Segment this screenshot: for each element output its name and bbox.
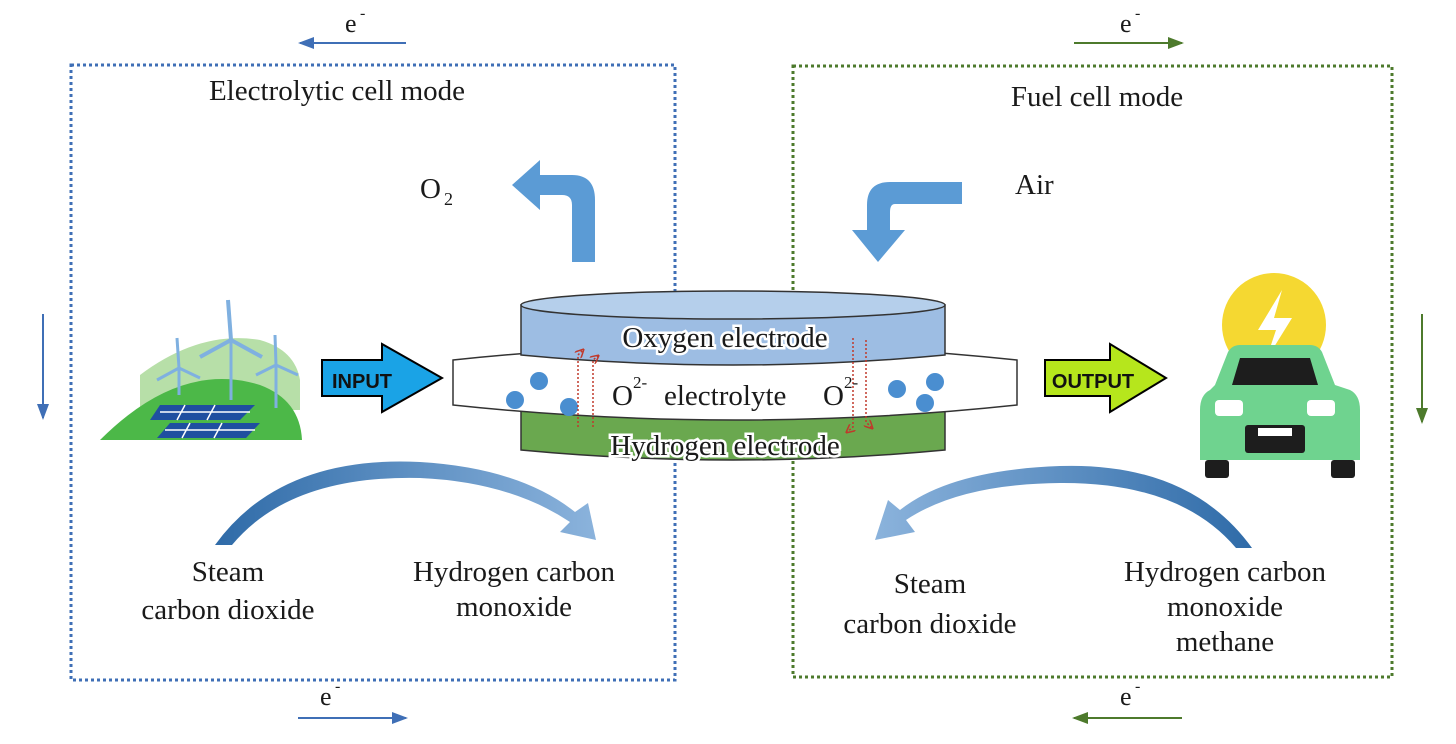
- hydrogen-electrode-label: Hydrogen electrode: [610, 430, 839, 462]
- electrolysis-product-line2: monoxide: [456, 591, 572, 623]
- fuel-reactant-line2: monoxide: [1167, 591, 1283, 623]
- electron-sup: -: [360, 5, 365, 22]
- fuel-mode-title: Fuel cell mode: [1011, 81, 1183, 113]
- input-arrow: INPUT: [321, 342, 445, 414]
- fuel-product-line1: Steam: [894, 568, 967, 600]
- oxygen-electrode-label: Oxygen electrode: [622, 322, 827, 354]
- fuel-reaction-arrow: [875, 465, 1252, 548]
- oxide-ion-left: O: [612, 380, 633, 412]
- electron-label: e: [1120, 9, 1132, 38]
- electron-flow-top-left: e -: [298, 5, 406, 49]
- fuel-reactant-line3: methane: [1176, 626, 1274, 658]
- electric-car-icon: [1200, 273, 1360, 478]
- air-input-label: Air: [1015, 169, 1054, 201]
- electrolytic-mode-box: [69, 63, 677, 682]
- renewable-energy-icon: [100, 299, 302, 440]
- electron-flow-bottom-right: e -: [1072, 678, 1182, 724]
- electron-flow-top-right: e -: [1074, 5, 1184, 49]
- oxygen-output-label: O: [420, 173, 441, 205]
- fuel-reactant-line1: Hydrogen carbon: [1124, 556, 1327, 588]
- hydrogen-electrode-layer: [520, 409, 946, 461]
- oxide-ion-left-charge: 2-: [633, 373, 648, 392]
- electron-sup: -: [335, 678, 340, 695]
- oxide-ion-dots: [506, 372, 944, 416]
- oxide-ion-right: O: [823, 380, 844, 412]
- electrolysis-product-line1: Hydrogen carbon: [413, 556, 616, 588]
- air-in-arrow-icon: [852, 182, 962, 262]
- solid-oxide-cell: Oxygen electrode Hydrogen electrode O 2-…: [452, 290, 1018, 465]
- electron-label: e: [320, 682, 332, 711]
- oxide-ion-right-charge: 2-: [844, 373, 859, 392]
- electrolysis-reaction-arrow: [215, 461, 596, 545]
- electron-label: e: [345, 9, 357, 38]
- electron-sup: -: [1135, 678, 1140, 695]
- electrolyte-label: electrolyte: [664, 380, 786, 412]
- fuel-product-line2: carbon dioxide: [843, 608, 1016, 640]
- input-label: INPUT: [332, 371, 392, 393]
- electrolysis-reactant-line1: Steam: [192, 556, 265, 588]
- oxygen-subscript: 2: [444, 189, 453, 209]
- electron-sup: -: [1135, 5, 1140, 22]
- output-arrow: OUTPUT: [1044, 342, 1168, 414]
- output-label: OUTPUT: [1052, 371, 1134, 393]
- oxygen-out-arrow-icon: [512, 160, 595, 262]
- oxygen-electrode-layer: [520, 304, 946, 366]
- electrolytic-mode-title: Electrolytic cell mode: [209, 75, 465, 107]
- electron-label: e: [1120, 682, 1132, 711]
- electrolysis-reactant-line2: carbon dioxide: [141, 594, 314, 626]
- electron-flow-bottom-left: e -: [298, 678, 408, 724]
